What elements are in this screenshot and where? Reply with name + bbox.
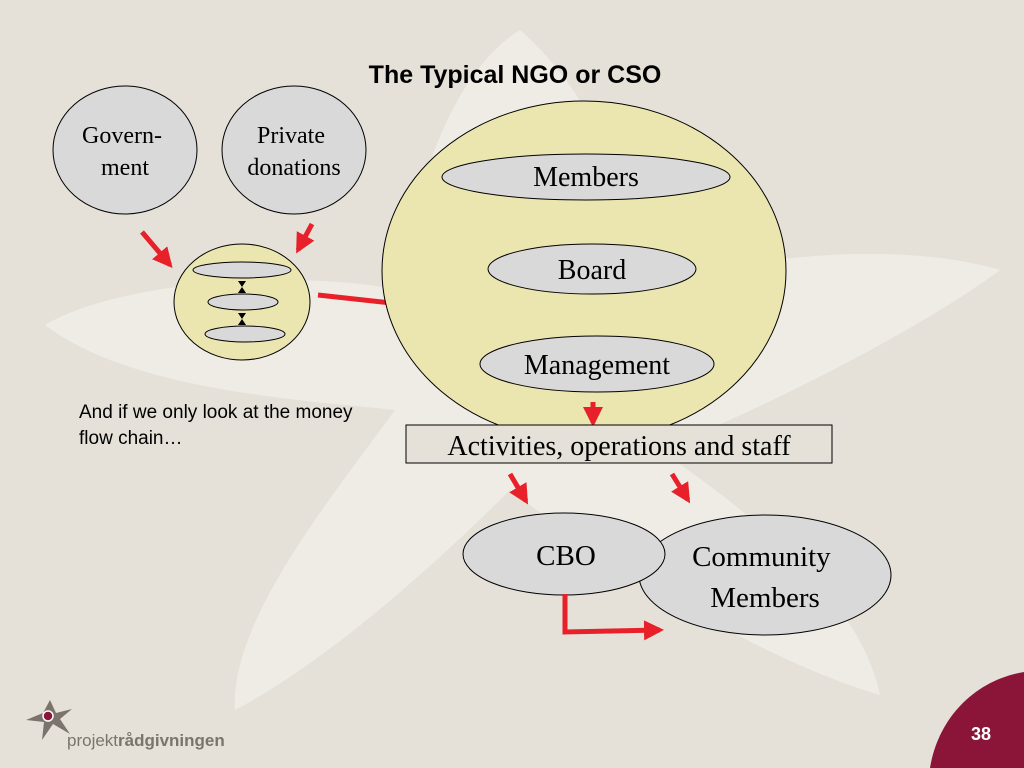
mini-organization-icon — [173, 243, 311, 361]
private-donations-label: Private donations — [247, 123, 340, 181]
arrow-government-to-mini — [140, 230, 173, 269]
government-label: Govern- ment — [82, 123, 168, 181]
arrow-private-to-mini — [295, 222, 315, 254]
activities-box — [405, 424, 833, 464]
logo-wordmark: projektrådgivningen — [67, 731, 225, 750]
arrow-activities-to-cbo — [507, 472, 529, 505]
arrow-cbo-to-community — [562, 594, 664, 641]
government-node — [52, 85, 198, 215]
community-members-label: Community Members — [692, 541, 838, 614]
board-label: Board — [558, 255, 626, 286]
activities-label: Activities, operations and staff — [447, 431, 791, 462]
community-members-node — [638, 514, 892, 636]
board-node — [487, 243, 697, 295]
private-donations-node — [221, 85, 367, 215]
management-label: Management — [524, 350, 670, 381]
arrow-activities-to-community — [669, 472, 691, 504]
members-node — [441, 153, 731, 201]
corner-badge — [930, 672, 1024, 768]
money-flow-note: And if we only look at the money flow ch… — [79, 402, 353, 449]
logo: projektrådgivningen — [26, 700, 225, 750]
slide-title: The Typical NGO or CSO — [369, 61, 662, 89]
members-label: Members — [533, 162, 639, 193]
management-node — [479, 335, 715, 393]
cbo-label: CBO — [536, 540, 596, 572]
page-number: 38 — [970, 724, 991, 744]
